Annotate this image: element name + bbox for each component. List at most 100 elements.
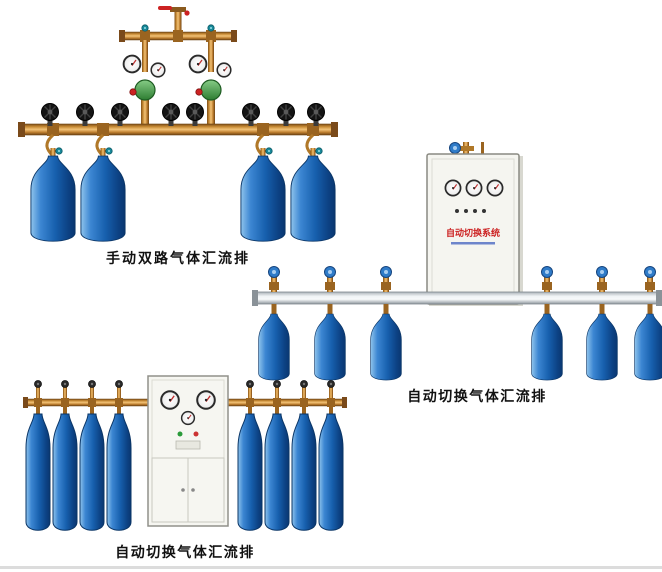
red-adjust-knob xyxy=(129,88,137,96)
cylinder-stations xyxy=(34,380,335,416)
handwheel-valves xyxy=(40,102,326,127)
top-inlet-pipe xyxy=(158,6,190,34)
station xyxy=(380,266,392,314)
valve-handwheel xyxy=(161,102,181,127)
gas-cylinder xyxy=(52,413,78,531)
indicator-dot xyxy=(473,209,477,213)
valve-handwheel xyxy=(75,102,95,127)
pressure-gauge xyxy=(196,390,216,410)
valve-handwheel xyxy=(40,102,60,127)
dark-valve-knob xyxy=(273,380,281,388)
dark-valve-knob xyxy=(246,380,254,388)
silver-manifold-pipe xyxy=(252,290,662,306)
dark-valve-knob xyxy=(88,380,96,388)
pressure-gauge xyxy=(444,179,462,197)
teal-valve-knob xyxy=(141,24,149,32)
gas-cylinder xyxy=(237,413,263,531)
station xyxy=(61,380,69,416)
cylinder-valve-knob xyxy=(55,147,63,155)
station xyxy=(268,266,280,314)
caption-manual-dual: 手动双路气体汇流排 xyxy=(106,251,250,267)
dark-valve-knob xyxy=(327,380,335,388)
pressure-regulator-left xyxy=(122,40,166,124)
station xyxy=(273,380,281,416)
blue-valve-knob xyxy=(541,266,553,278)
gas-cylinder xyxy=(531,313,563,381)
indicator-dot xyxy=(464,209,468,213)
caption-auto-switch-right: 自动切换气体汇流排 xyxy=(407,389,547,405)
cylinder-valve-knob xyxy=(105,147,113,155)
auto-switch-manifold-image: 自动切换系统 xyxy=(252,142,662,381)
pressure-gauge xyxy=(486,179,504,197)
blue-valve-knob xyxy=(449,142,461,154)
gas-cylinder xyxy=(30,155,76,242)
product-auto-switch-bottom: 自动切换气体汇流排 xyxy=(20,372,350,572)
main-manifold-pipe xyxy=(18,122,338,137)
pressure-gauge xyxy=(465,179,483,197)
pressure-gauge xyxy=(150,62,166,78)
valve-handwheel xyxy=(241,102,261,127)
red-valve-lever xyxy=(158,6,172,10)
dark-valve-knob xyxy=(115,380,123,388)
pressure-gauge xyxy=(188,54,208,74)
blue-valve-knob xyxy=(324,266,336,278)
station xyxy=(324,266,336,314)
gas-cylinder xyxy=(291,413,317,531)
gas-cylinder xyxy=(318,413,344,531)
indicator-dot xyxy=(482,209,486,213)
header-pipe xyxy=(119,24,237,42)
gas-cylinder xyxy=(634,313,662,381)
auto-switch-cabinet-image xyxy=(23,375,347,531)
pressure-regulator-right xyxy=(188,40,232,124)
station xyxy=(644,266,656,314)
station xyxy=(34,380,42,416)
red-indicator xyxy=(193,431,199,437)
station xyxy=(300,380,308,416)
blue-valve-knob xyxy=(268,266,280,278)
control-cabinet xyxy=(147,375,229,527)
cabinet-label: 自动切换系统 xyxy=(446,227,500,239)
gas-cylinder xyxy=(370,313,402,381)
regulator-body xyxy=(134,79,156,101)
green-indicator xyxy=(177,431,183,437)
blue-valve-knob xyxy=(644,266,656,278)
door-handle xyxy=(191,488,195,492)
station xyxy=(115,380,123,416)
pressure-gauge xyxy=(122,54,142,74)
gas-cylinder xyxy=(258,313,290,381)
red-adjust-knob xyxy=(195,88,203,96)
station xyxy=(88,380,96,416)
gas-cylinder xyxy=(314,313,346,381)
station xyxy=(246,380,254,416)
gas-cylinder xyxy=(25,413,51,531)
gas-cylinder xyxy=(586,313,618,381)
valve-handwheel xyxy=(276,102,296,127)
gas-cylinder xyxy=(80,155,126,242)
valve-handwheel xyxy=(110,102,130,127)
pressure-gauge xyxy=(180,410,196,426)
pressure-gauge xyxy=(216,62,232,78)
caption-auto-switch-bottom: 自动切换气体汇流排 xyxy=(115,545,255,561)
regulator-body xyxy=(200,79,222,101)
manual-dual-manifold-image xyxy=(18,6,338,242)
valve-handwheel xyxy=(306,102,326,127)
cabinet-panel xyxy=(175,440,201,450)
red-valve-knob xyxy=(184,10,190,16)
gas-cylinder xyxy=(106,413,132,531)
station xyxy=(541,266,553,314)
station xyxy=(596,266,608,314)
dark-valve-knob xyxy=(34,380,42,388)
cabinet-top-pipes xyxy=(449,142,484,156)
pressure-gauge xyxy=(160,390,180,410)
station xyxy=(327,380,335,416)
indicator-dot xyxy=(455,209,459,213)
blue-valve-knob xyxy=(380,266,392,278)
blue-valve-knob xyxy=(596,266,608,278)
teal-valve-knob xyxy=(207,24,215,32)
dark-valve-knob xyxy=(300,380,308,388)
gas-cylinder xyxy=(264,413,290,531)
product-auto-switch-right: 自动切换系统 xyxy=(252,142,662,405)
bottom-divider xyxy=(0,566,662,569)
product-manual-dual-manifold: 手动双路气体汇流排 xyxy=(8,6,348,276)
gas-cylinders xyxy=(258,313,662,381)
